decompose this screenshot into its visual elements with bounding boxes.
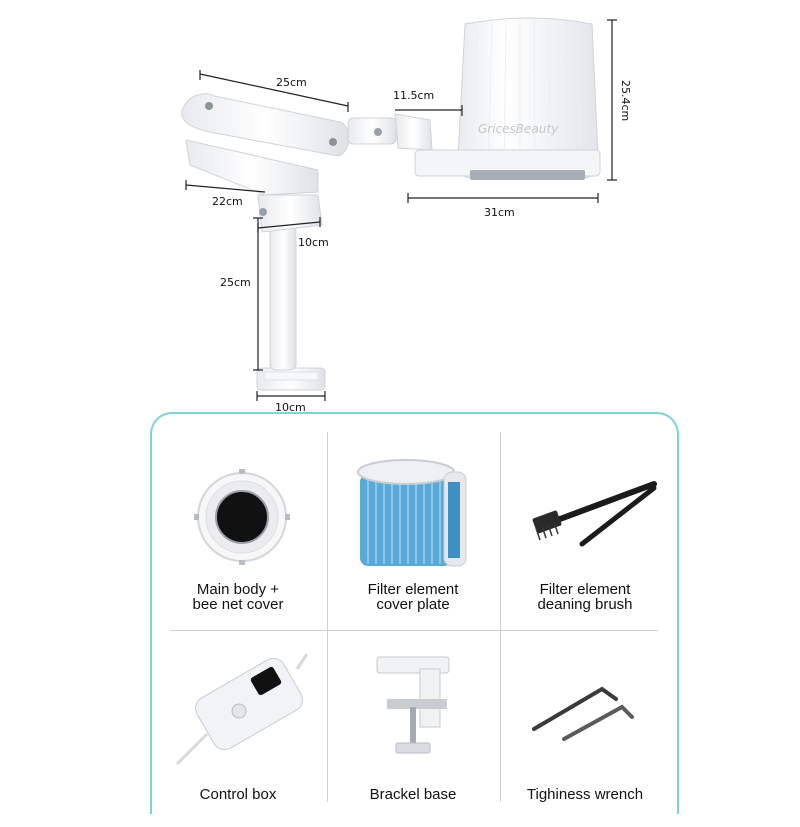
- stand-pole: [269, 217, 297, 371]
- filter-element-icon: [357, 459, 467, 567]
- product-diagram: GricesBeauty 25cm 11.5cm 25.4cm 22cm 10c…: [150, 17, 679, 814]
- caption-filter-2: cover plate: [376, 596, 450, 613]
- stand-base: [256, 367, 326, 391]
- cleaning-brush-icon: [532, 481, 657, 547]
- dim-connector: 11.5cm: [393, 89, 435, 102]
- bee-net-cover-icon: [194, 469, 290, 565]
- caption-filter-1: Filter element: [367, 581, 459, 598]
- grid-divider: [170, 630, 658, 631]
- dim-base-width: 10cm: [275, 401, 306, 414]
- caption-brush-2: deaning brush: [537, 596, 633, 613]
- control-box-icon: [175, 653, 309, 766]
- dim-hood-height: 25.4cm: [619, 80, 632, 122]
- component-wrench: Tighiness wrench: [504, 639, 666, 827]
- dim-arm-lower: 22cm: [212, 195, 243, 208]
- extractor-hood: [414, 17, 601, 180]
- package-contents-panel: Main body + bee net cover Filter element…: [150, 412, 679, 814]
- caption-main-body-1: Main body +: [196, 581, 280, 598]
- hood-connector: [347, 113, 433, 151]
- dim-joint: 10cm: [298, 236, 329, 249]
- wrench-icon: [532, 686, 634, 741]
- caption-brush-1: Filter element: [539, 581, 631, 598]
- component-main-body: Main body + bee net cover: [157, 432, 319, 620]
- component-filter-element: Filter element cover plate: [332, 432, 494, 620]
- caption-bracket-base: Brackel base: [369, 786, 457, 803]
- grid-divider: [327, 432, 328, 802]
- dim-hood-width: 31cm: [484, 206, 515, 219]
- dimension-lines: [185, 19, 617, 401]
- fume-extractor-illustration: [181, 17, 617, 401]
- caption-main-body-2: bee net cover: [192, 596, 284, 613]
- component-cleaning-brush: Filter element deaning brush: [504, 432, 666, 620]
- dim-arm-upper: 25cm: [276, 76, 307, 89]
- brand-watermark: GricesBeauty: [478, 122, 559, 136]
- component-bracket-base: Brackel base: [332, 639, 494, 827]
- bracket-base-icon: [376, 656, 450, 754]
- caption-wrench: Tighiness wrench: [526, 786, 644, 803]
- dim-pole-height: 25cm: [220, 276, 251, 289]
- caption-control-box: Control box: [199, 786, 277, 803]
- component-control-box: Control box: [157, 639, 319, 827]
- lower-arm: [185, 139, 319, 196]
- pole-joint: [257, 194, 323, 233]
- grid-divider: [500, 432, 501, 802]
